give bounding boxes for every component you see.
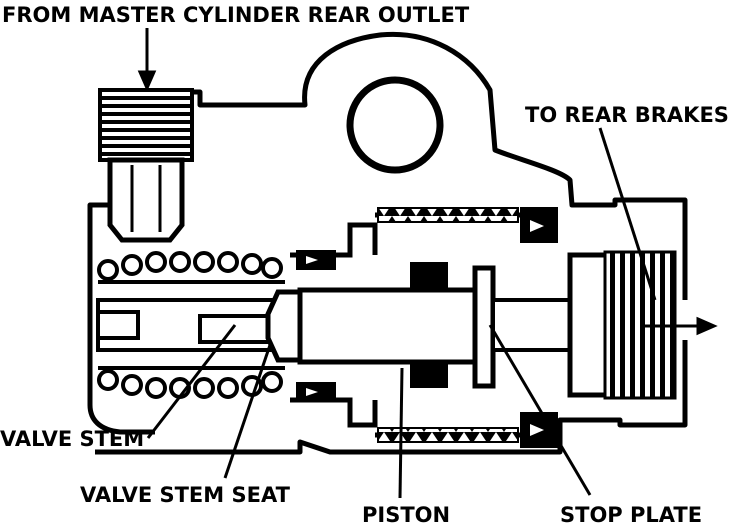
- valve-stem-seat: [265, 289, 303, 363]
- leader-piston: [398, 367, 404, 499]
- label-valve-stem: VALVE STEM: [0, 427, 144, 451]
- mounting-hole: [346, 76, 444, 174]
- piston: [297, 265, 496, 389]
- label-piston: PISTON: [362, 503, 450, 527]
- inlet-arrow: [137, 28, 157, 92]
- label-stop-plate: STOP PLATE: [560, 503, 702, 527]
- spring-hatch: [98, 280, 285, 370]
- leader-valve-stem: [146, 324, 237, 439]
- label-inlet: FROM MASTER CYLINDER REAR OUTLET: [2, 3, 470, 27]
- label-valve-stem-seat: VALVE STEM SEAT: [80, 483, 291, 507]
- leader-stop-plate: [488, 324, 592, 496]
- spring-lower: [97, 369, 283, 399]
- inlet-fitting: [98, 88, 194, 243]
- leader-valve-stem-seat: [223, 344, 272, 479]
- housing-thread-top: [377, 207, 519, 223]
- outlet-arrow: [640, 316, 718, 336]
- housing-thread-bottom: [377, 427, 519, 443]
- valve-stem: [96, 298, 282, 352]
- leader-to-rear-brakes: [598, 127, 657, 301]
- seal-marks: [306, 220, 544, 436]
- valve-body: [87, 31, 688, 455]
- spring-upper: [97, 251, 283, 281]
- label-outlet: TO REAR BRAKES: [525, 103, 729, 127]
- leader-lines: [146, 127, 657, 499]
